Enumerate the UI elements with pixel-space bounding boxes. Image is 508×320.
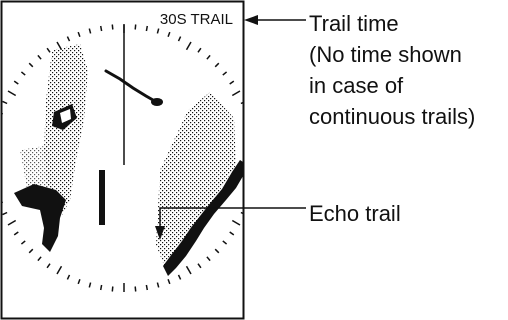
echo-trail-right	[156, 92, 236, 270]
bearing-tick	[214, 62, 220, 68]
bearing-tick	[156, 28, 160, 34]
bearing-tick	[111, 24, 114, 30]
bearing-tick	[249, 123, 254, 124]
bearing-tick	[28, 248, 34, 254]
trail-time-note-line: continuous trails)	[309, 104, 476, 129]
bearing-tick	[1, 112, 4, 115]
bearing-tick	[185, 265, 192, 275]
bearing-tick	[249, 191, 254, 192]
moving-target-echo	[104, 69, 155, 102]
bearing-tick	[231, 219, 241, 226]
trail-time-badge: 30S TRAIL	[160, 11, 233, 28]
ship-echo-trail	[163, 160, 243, 276]
small-target-echo	[99, 170, 105, 225]
bearing-tick	[167, 278, 171, 285]
bearing-tick	[99, 25, 103, 32]
bearing-tick	[134, 286, 137, 292]
trail-time-note-line: in case of	[309, 73, 404, 98]
bearing-tick	[229, 80, 235, 85]
bearing-tick	[66, 36, 71, 42]
bearing-tick	[156, 282, 160, 288]
echo-trail-left	[44, 44, 88, 215]
bearing-tick	[13, 231, 19, 236]
bearing-tick	[177, 274, 182, 280]
bearing-tick	[167, 31, 171, 38]
bearing-tick	[251, 135, 256, 136]
bearing-tick	[222, 240, 228, 245]
target-head-echo	[151, 98, 163, 106]
bearing-tick	[1, 201, 4, 204]
bearing-tick	[229, 231, 235, 236]
bearing-tick	[7, 219, 17, 226]
coast-echo	[14, 184, 66, 252]
bearing-tick	[206, 54, 211, 60]
bearing-tick	[251, 180, 256, 181]
bearing-tick	[99, 284, 103, 291]
bearing-tick	[134, 24, 137, 30]
bearing-tick	[88, 28, 92, 34]
bearing-tick	[77, 278, 81, 285]
bearing-tick	[20, 240, 26, 245]
bearing-tick	[197, 263, 202, 269]
bearing-tick	[46, 47, 51, 53]
bearing-tick	[77, 31, 81, 38]
bearing-tick	[240, 211, 243, 215]
bearing-tick	[177, 36, 182, 42]
bearing-tick	[222, 71, 228, 76]
bearing-tick	[231, 90, 241, 97]
bearing-tick	[111, 286, 114, 292]
bearing-tick	[2, 100, 8, 105]
bearing-tick	[197, 47, 202, 53]
trail-time-title: Trail time	[309, 11, 399, 36]
bearing-tick	[253, 146, 258, 147]
bearing-tick	[214, 248, 220, 254]
bearing-tick	[56, 265, 63, 275]
trail-time-note-line: (No time shown	[309, 42, 462, 67]
target-echoes	[14, 69, 243, 276]
bearing-tick	[28, 62, 34, 68]
echo-trail-leader	[159, 207, 306, 230]
bearing-tick	[253, 169, 258, 170]
bearing-tick	[2, 211, 8, 216]
bearing-tick	[13, 80, 19, 85]
bearing-tick	[66, 274, 71, 280]
bearing-tick	[245, 112, 250, 114]
bearing-tick	[46, 263, 51, 269]
trail-time-callout: Trail time (No time shown in case of con…	[309, 8, 508, 132]
trail-time-arrowhead	[244, 15, 258, 25]
bearing-tick	[20, 71, 26, 76]
bearing-tick	[240, 101, 243, 105]
bearing-tick	[37, 256, 42, 262]
echo-trail-arrowhead	[155, 226, 165, 240]
echo-trail-callout: Echo trail	[309, 201, 401, 226]
bearing-tick	[245, 202, 250, 204]
bearing-tick	[206, 256, 211, 262]
bearing-tick	[145, 25, 149, 32]
bearing-tick	[88, 282, 92, 288]
bearing-tick	[7, 90, 17, 97]
bearing-tick	[37, 54, 42, 60]
bearing-tick	[185, 41, 192, 51]
bearing-tick	[145, 284, 149, 291]
